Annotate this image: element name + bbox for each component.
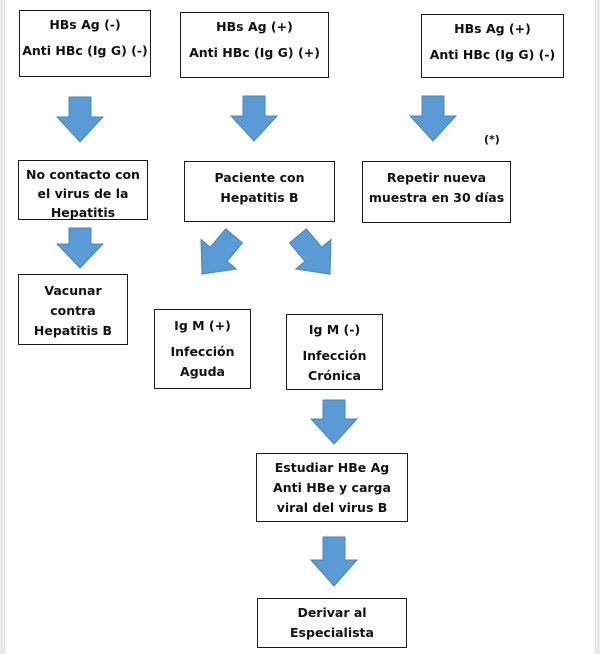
box-hbs-positive-antihbc-positive-line2: Anti HBc (Ig G) (+) xyxy=(189,45,320,60)
box-hbs-negative-line2: Anti HBc (Ig G) (-) xyxy=(22,43,148,58)
box-no-contact: No contacto con el virus de la Hepatitis xyxy=(18,160,148,220)
box-study-line3: viral del virus B xyxy=(276,500,388,515)
box-refer-specialist: Derivar al Especialista xyxy=(257,598,407,648)
box-hbs-positive-antihbc-positive-line1: HBs Ag (+) xyxy=(216,19,293,34)
arrow-down-5 xyxy=(310,399,358,445)
page-edge-right xyxy=(595,0,600,654)
box-vaccinate: Vacunar contra Hepatitis B xyxy=(18,274,128,345)
box-igm-negative-line3: Crónica xyxy=(308,368,361,383)
arrow-down-4 xyxy=(56,227,104,269)
box-patient-line2: Hepatitis B xyxy=(220,190,299,205)
box-patient-line1: Paciente con xyxy=(214,170,305,185)
box-repeat-line2: muestra en 30 días xyxy=(368,190,505,205)
arrow-diagonal-left xyxy=(200,228,244,275)
box-study-hbe: Estudiar HBe Ag Anti HBe y carga viral d… xyxy=(256,453,408,522)
box-hbs-positive-antihbc-negative-line2: Anti HBc (Ig G) (-) xyxy=(429,47,556,62)
arrow-down-1 xyxy=(56,96,104,143)
box-no-contact-line1: No contacto con xyxy=(26,167,140,182)
box-repeat-sample: Repetir nueva muestra en 30 días xyxy=(362,161,511,223)
box-hbs-negative: HBs Ag (-) Anti HBc (Ig G) (-) xyxy=(19,10,151,77)
box-patient-hepatitis-b: Paciente con Hepatitis B xyxy=(184,161,335,222)
box-igm-negative-line1: Ig M (-) xyxy=(308,322,361,337)
box-refer-line1: Derivar al xyxy=(297,605,367,620)
box-igm-negative: Ig M (-) Infección Crónica xyxy=(286,314,383,390)
box-repeat-line1: Repetir nueva xyxy=(386,170,487,185)
arrow-diagonal-right xyxy=(288,228,332,275)
box-igm-positive-line3: Aguda xyxy=(180,364,225,379)
box-vaccinate-line2: contra xyxy=(50,303,96,318)
box-no-contact-line3: Hepatitis xyxy=(50,205,116,220)
box-study-line2: Anti HBe y carga xyxy=(273,480,391,495)
arrow-down-2 xyxy=(230,95,278,142)
page-edge-left xyxy=(0,0,5,654)
box-vaccinate-line3: Hepatitis B xyxy=(33,323,113,338)
footnote-marker: (*) xyxy=(484,133,500,146)
box-igm-negative-line2: Infección xyxy=(302,348,367,363)
box-study-line1: Estudiar HBe Ag xyxy=(274,460,390,475)
box-no-contact-line2: el virus de la xyxy=(37,186,129,201)
box-hbs-negative-line1: HBs Ag (-) xyxy=(49,17,121,32)
box-vaccinate-line1: Vacunar xyxy=(44,283,102,298)
box-igm-positive: Ig M (+) Infección Aguda xyxy=(154,309,251,389)
box-hbs-positive-antihbc-negative: HBs Ag (+) Anti HBc (Ig G) (-) xyxy=(421,14,564,78)
box-igm-positive-line1: Ig M (+) xyxy=(174,318,231,333)
arrow-down-6 xyxy=(310,536,358,587)
box-hbs-positive-antihbc-positive: HBs Ag (+) Anti HBc (Ig G) (+) xyxy=(180,12,329,78)
box-igm-positive-line2: Infección xyxy=(170,344,235,359)
box-hbs-positive-antihbc-negative-line1: HBs Ag (+) xyxy=(454,21,531,36)
box-refer-line2: Especialista xyxy=(290,625,374,640)
arrow-down-3 xyxy=(409,95,457,142)
